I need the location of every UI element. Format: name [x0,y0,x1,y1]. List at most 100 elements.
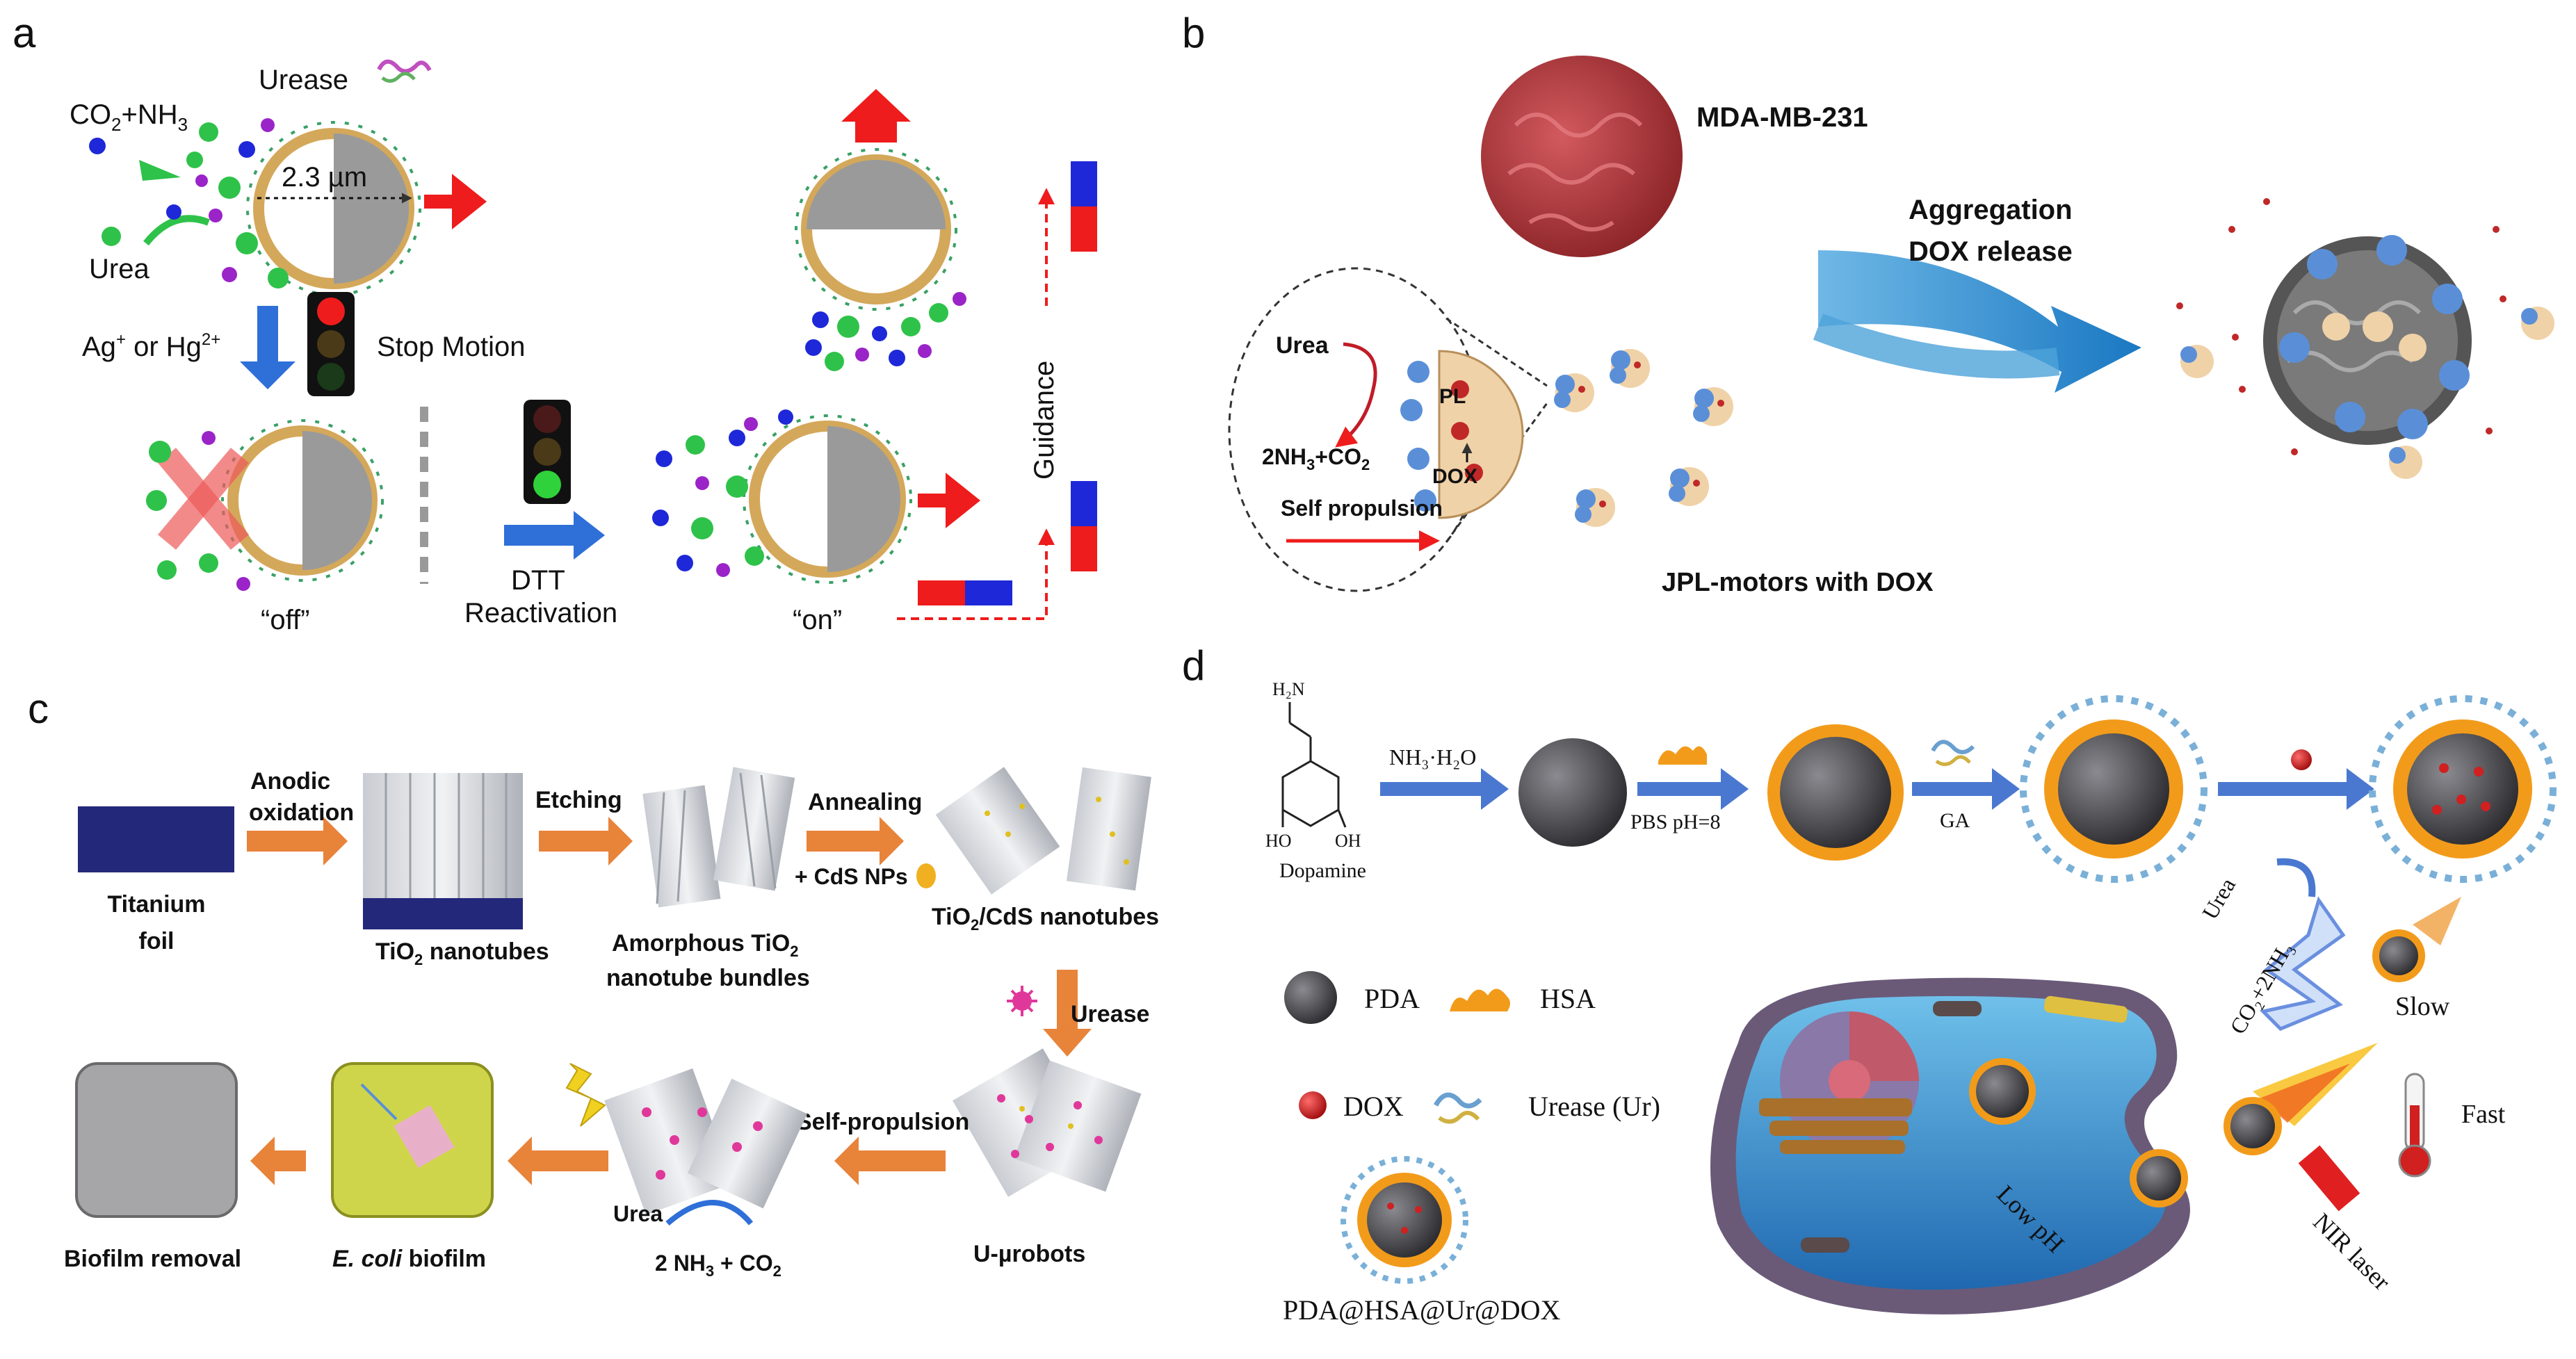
inactive-cross-icon [157,448,250,550]
ecoli-label: E. coli biofilm [332,1246,486,1272]
arrow-nh3 [1380,768,1509,810]
pl-label: PL [1439,385,1466,408]
urobots-label: U-µrobots [973,1241,1085,1267]
legend-urease-icon [1433,1092,1482,1124]
janus-particle-inset [1400,350,1524,519]
oh-label: OH [1335,831,1361,851]
janus-motor-off [221,419,384,582]
cancer-cell-icon [1481,56,1683,257]
molecule-dots-on [652,409,793,577]
cds-particle-icon [916,863,936,888]
h2n-label: H₂N [1272,679,1305,699]
titanium-label-1: Titanium [107,891,205,918]
urease-icon-flow [1931,740,1975,766]
guidance-path-lower [897,528,1055,620]
dopamine-structure [1281,702,1347,828]
panel-letter-c: c [28,685,49,732]
urease-icon [377,59,432,83]
magnet-horizontal [918,580,1012,605]
on-label: “on” [793,605,842,635]
ions-label: Ag+ or Hg2+ [82,330,220,362]
motion-arrow-up [841,89,911,143]
pda-hsa-ur-dox-particle [2369,695,2557,883]
golgi-icon [1759,1098,1912,1154]
panel-letter-d: d [1182,642,1205,689]
pda-hsa-particle [1767,724,1904,861]
mitochondria-1 [1933,1001,1982,1016]
dox-label-b: DOX [1432,465,1477,488]
er-icon [2043,995,2128,1023]
cds-label: + CdS NPs [795,864,908,889]
molecule-dots-off [146,431,250,591]
reactivation-label: Reactivation [464,598,617,628]
nir-laser-icon [2298,1145,2360,1212]
arrow-self-propulsion [834,1137,946,1185]
dox-icon-flow [2291,749,2312,770]
titanium-foil [78,806,234,872]
co2-nh3-label: CO2+NH3 [70,99,188,135]
pda-nanoparticle [1518,738,1627,847]
products-label-c: 2 NH3 + CO2 [655,1251,781,1280]
nir-laser-label: NIR laser [2308,1207,2396,1296]
guidance-label: Guidance [1029,361,1060,480]
urea-label-d: Urea [2197,874,2240,924]
urea-label-c: Urea [613,1201,663,1226]
legend-composite-icon [1340,1156,1468,1284]
arrow-annealing [807,817,904,865]
anodic-label-2: oxidation [249,799,354,826]
amorphous-bundles [642,767,795,908]
panel-letter-a: a [13,10,36,56]
robot-in-biofilm [394,1105,455,1169]
u-microrobots [953,1048,1142,1197]
urease-star-icon [1007,986,1037,1016]
panel-c: c Titanium foil Anodic oxidation TiO2 na… [28,685,1159,1280]
titanium-label-2: foil [139,928,175,954]
aggregation-arrow [1818,250,2141,393]
ga-label: GA [1940,809,1970,832]
jpl-motors [1554,349,1733,527]
traffic-light-red [307,292,355,396]
size-label: 2.3 µm [282,162,367,193]
arrow-etching [539,817,633,865]
off-label: “off” [261,605,309,635]
urease-label: Urease [259,65,348,95]
light-bolt-icon [565,1063,606,1127]
arrow-to-removal [250,1137,306,1185]
free-motor-bottom [2389,446,2422,479]
self-propulsion-label-b: Self propulsion [1281,496,1443,521]
hsa-icon-flow [1658,746,1707,765]
traffic-light-green [524,400,571,504]
panel-letter-b: b [1182,10,1205,56]
nanoparticle-in-cell-1 [1969,1058,2036,1125]
biofilm-removal-label: Biofilm removal [64,1246,241,1272]
inset-connector-top [1445,317,1548,387]
janus-motor-top: 2.3 µm [246,121,421,296]
free-motor-right [2521,307,2554,340]
aggregated-cell-icon [2263,235,2472,445]
arrow-to-biofilm [508,1137,608,1185]
arrow-ga [1912,768,2020,810]
molecule-dots-top [89,118,289,288]
tio2-cds-nanotubes [935,767,1151,895]
janus-motor-guided [795,148,957,311]
urea-arrow [143,215,210,246]
legend-hsa-icon [1450,988,1510,1011]
urea-label-b: Urea [1276,332,1329,359]
tio2-nanotubes [363,773,523,929]
ho-label: HO [1265,831,1292,851]
motors-label: JPL-motors with DOX [1662,568,1934,597]
urea-conversion-arrow [1335,342,1377,448]
arrow-hsa [1637,768,1749,810]
arrow-dox [2218,768,2374,810]
self-propulsion-label-c: Self-propulsion [796,1109,969,1135]
nh3h2o-label: NH₃·H₂O [1389,744,1476,770]
annealing-label: Annealing [808,789,922,815]
panel-d: d H₂N HO OH Dopamine NH₃·H₂O PBS pH=8 [1182,642,2557,1326]
stop-motion-label: Stop Motion [377,332,525,362]
etching-label: Etching [535,787,622,813]
legend-pda-icon [1284,971,1337,1024]
motion-arrow-top [424,174,487,229]
panel-a: a 2.3 µm Urease CO2+NH3 Urea [13,10,1097,635]
nanoparticle-in-cell-2 [2130,1149,2188,1207]
